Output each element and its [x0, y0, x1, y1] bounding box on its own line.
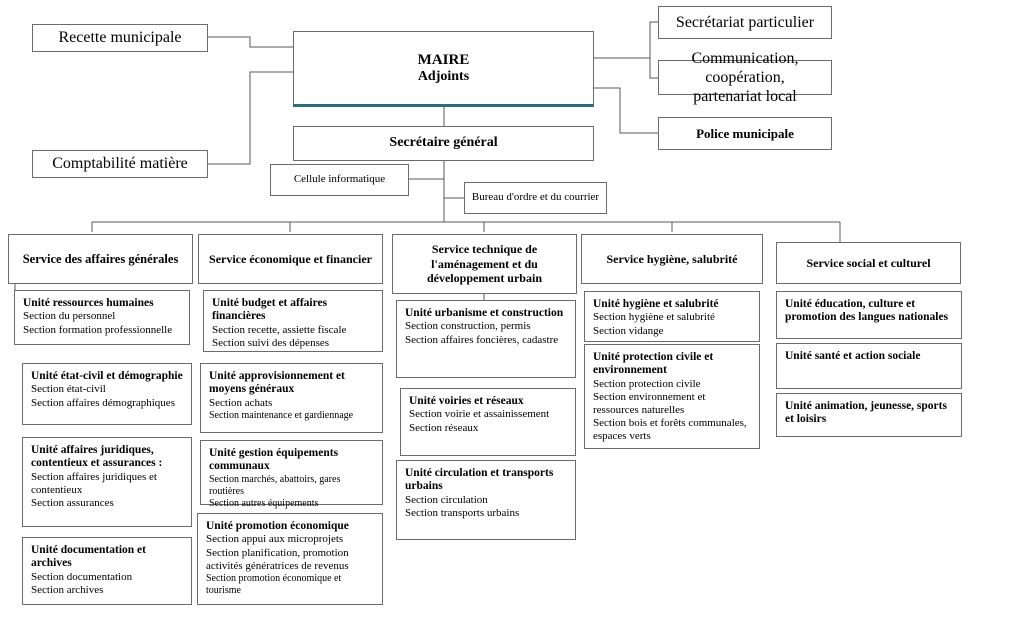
unit-box[interactable]: Unité voiries et réseaux Section voirie …: [400, 388, 576, 456]
unit-section: Section bois et forêts communales, espac…: [593, 417, 747, 443]
unit-title: Unité budget et affaires financières: [212, 297, 328, 323]
unit-section: Section affaires démographiques: [31, 396, 175, 409]
service-header-hygiene-salubrite-label: Service hygiène, salubrité: [606, 251, 738, 266]
box-bureau-ordre-courrier-label: Bureau d'ordre et du courrier: [471, 191, 600, 204]
unit-title: Unité éducation, culture et promotion de…: [785, 298, 949, 324]
unit-section: Section suivi des dépenses: [212, 336, 330, 349]
unit-section: Section vidange: [593, 324, 664, 337]
unit-title: Unité état-civil et démographie: [31, 370, 183, 382]
unit-section: Section documentation: [31, 570, 133, 583]
adjoints-title: Adjoints: [417, 69, 470, 85]
unit-title: Unité approvisionnement et moyens généra…: [209, 370, 345, 396]
unit-title: Unité santé et action sociale: [785, 350, 921, 362]
box-police-municipale-label: Police municipale: [696, 125, 794, 141]
box-cellule-informatique[interactable]: Cellule informatique: [270, 164, 409, 196]
unit-title: Unité protection civile et environnement: [593, 351, 714, 377]
unit-title: Unité gestion équipements communaux: [209, 447, 339, 473]
unit-section: Section transports urbains: [405, 506, 520, 519]
unit-title: Unité affaires juridiques, contentieux e…: [31, 444, 163, 470]
unit-title: Unité circulation et transports urbains: [405, 467, 554, 493]
unit-box[interactable]: Unité gestion équipements communaux Sect…: [200, 440, 383, 509]
unit-title: Unité promotion économique: [206, 520, 349, 532]
unit-section: Section protection civile: [593, 377, 701, 390]
box-comptabilite-matiere[interactable]: Comptabilité matière: [32, 150, 208, 178]
unit-section: Section réseaux: [409, 421, 479, 434]
service-header-social-culturel[interactable]: Service social et culturel: [776, 242, 961, 284]
unit-section: Section autres équipements: [209, 497, 319, 509]
service-header-affaires-generales-label: Service des affaires générales: [22, 251, 179, 266]
unit-section: Section recette, assiette fiscale: [212, 323, 347, 336]
unit-section: Section hygiène et salubrité: [593, 311, 715, 324]
box-police-municipale[interactable]: Police municipale: [658, 117, 832, 150]
unit-section: Section archives: [31, 583, 104, 596]
unit-section: Section affaires juridiques et contentie…: [31, 470, 157, 496]
service-header-economique-financier-label: Service économique et financier: [209, 251, 372, 266]
unit-title: Unité voiries et réseaux: [409, 395, 524, 407]
box-comptabilite-matiere-label: Comptabilité matière: [52, 155, 188, 173]
service-header-hygiene-salubrite[interactable]: Service hygiène, salubrité: [581, 234, 763, 284]
unit-title: Unité documentation et archives: [31, 544, 146, 570]
unit-title: Unité urbanisme et construction: [405, 307, 564, 319]
unit-section: Section voirie et assainissement: [409, 408, 550, 421]
unit-title: Unité animation, jeunesse, sports et loi…: [785, 400, 947, 426]
service-header-affaires-generales[interactable]: Service des affaires générales: [8, 234, 193, 284]
unit-box[interactable]: Unité budget et affaires financières Sec…: [203, 290, 383, 352]
unit-section: Section formation professionnelle: [23, 323, 173, 336]
unit-box[interactable]: Unité affaires juridiques, contentieux e…: [22, 437, 192, 527]
service-header-social-culturel-label: Service social et culturel: [806, 255, 931, 270]
unit-section: Section promotion économique et tourisme: [206, 572, 342, 596]
unit-title: Unité hygiène et salubrité: [593, 298, 719, 310]
unit-box[interactable]: Unité protection civile et environnement…: [584, 344, 760, 449]
box-communication-cooperation[interactable]: Communication, coopération, partenariat …: [658, 50, 832, 105]
unit-section: Section marchés, abattoirs, gares routiè…: [209, 473, 341, 497]
box-maire-adjoints[interactable]: MAIRE Adjoints: [293, 31, 594, 106]
box-recette-municipale[interactable]: Recette municipale: [32, 24, 208, 52]
service-header-technique-label: Service technique de l'aménagement et du…: [426, 242, 542, 286]
unit-section: Section maintenance et gardiennage: [209, 409, 354, 421]
box-secretariat-particulier[interactable]: Secrétariat particulier: [658, 6, 832, 39]
unit-section: Section du personnel: [23, 310, 116, 323]
unit-section: Section planification, promotion activit…: [206, 546, 349, 572]
box-cellule-informatique-label: Cellule informatique: [293, 173, 386, 186]
unit-box[interactable]: Unité animation, jeunesse, sports et loi…: [776, 393, 962, 437]
unit-title: Unité ressources humaines: [23, 297, 154, 309]
unit-box[interactable]: Unité éducation, culture et promotion de…: [776, 291, 962, 339]
unit-box[interactable]: Unité état-civil et démographie Section …: [22, 363, 192, 425]
unit-box[interactable]: Unité documentation et archives Section …: [22, 537, 192, 605]
unit-section: Section état-civil: [31, 383, 106, 396]
unit-section: Section affaires foncières, cadastre: [405, 333, 559, 346]
service-header-economique-financier[interactable]: Service économique et financier: [198, 234, 383, 284]
maire-title: MAIRE: [417, 52, 470, 69]
unit-box[interactable]: Unité promotion économique Section appui…: [197, 513, 383, 605]
unit-box[interactable]: Unité approvisionnement et moyens généra…: [200, 363, 383, 433]
unit-section: Section circulation: [405, 493, 488, 506]
unit-box[interactable]: Unité santé et action sociale: [776, 343, 962, 389]
maire-accent-underline: [293, 104, 594, 107]
box-secretaire-general[interactable]: Secrétaire général: [293, 126, 594, 161]
secretaire-general-label: Secrétaire général: [389, 135, 498, 151]
unit-section: Section appui aux microprojets: [206, 533, 344, 546]
service-header-technique[interactable]: Service technique de l'aménagement et du…: [392, 234, 577, 294]
unit-section: Section construction, permis: [405, 320, 531, 333]
box-communication-cooperation-label: Communication, coopération, partenariat …: [691, 49, 799, 106]
unit-section: Section assurances: [31, 497, 114, 510]
box-secretariat-particulier-label: Secrétariat particulier: [675, 13, 815, 31]
unit-box[interactable]: Unité circulation et transports urbains …: [396, 460, 576, 540]
box-bureau-ordre-courrier[interactable]: Bureau d'ordre et du courrier: [464, 182, 607, 214]
unit-section: Section achats: [209, 396, 273, 409]
unit-box[interactable]: Unité hygiène et salubrité Section hygiè…: [584, 291, 760, 342]
unit-box[interactable]: Unité ressources humaines Section du per…: [14, 290, 190, 345]
unit-section: Section environnement et ressources natu…: [593, 390, 706, 417]
unit-box[interactable]: Unité urbanisme et construction Section …: [396, 300, 576, 378]
box-recette-municipale-label: Recette municipale: [58, 29, 182, 47]
